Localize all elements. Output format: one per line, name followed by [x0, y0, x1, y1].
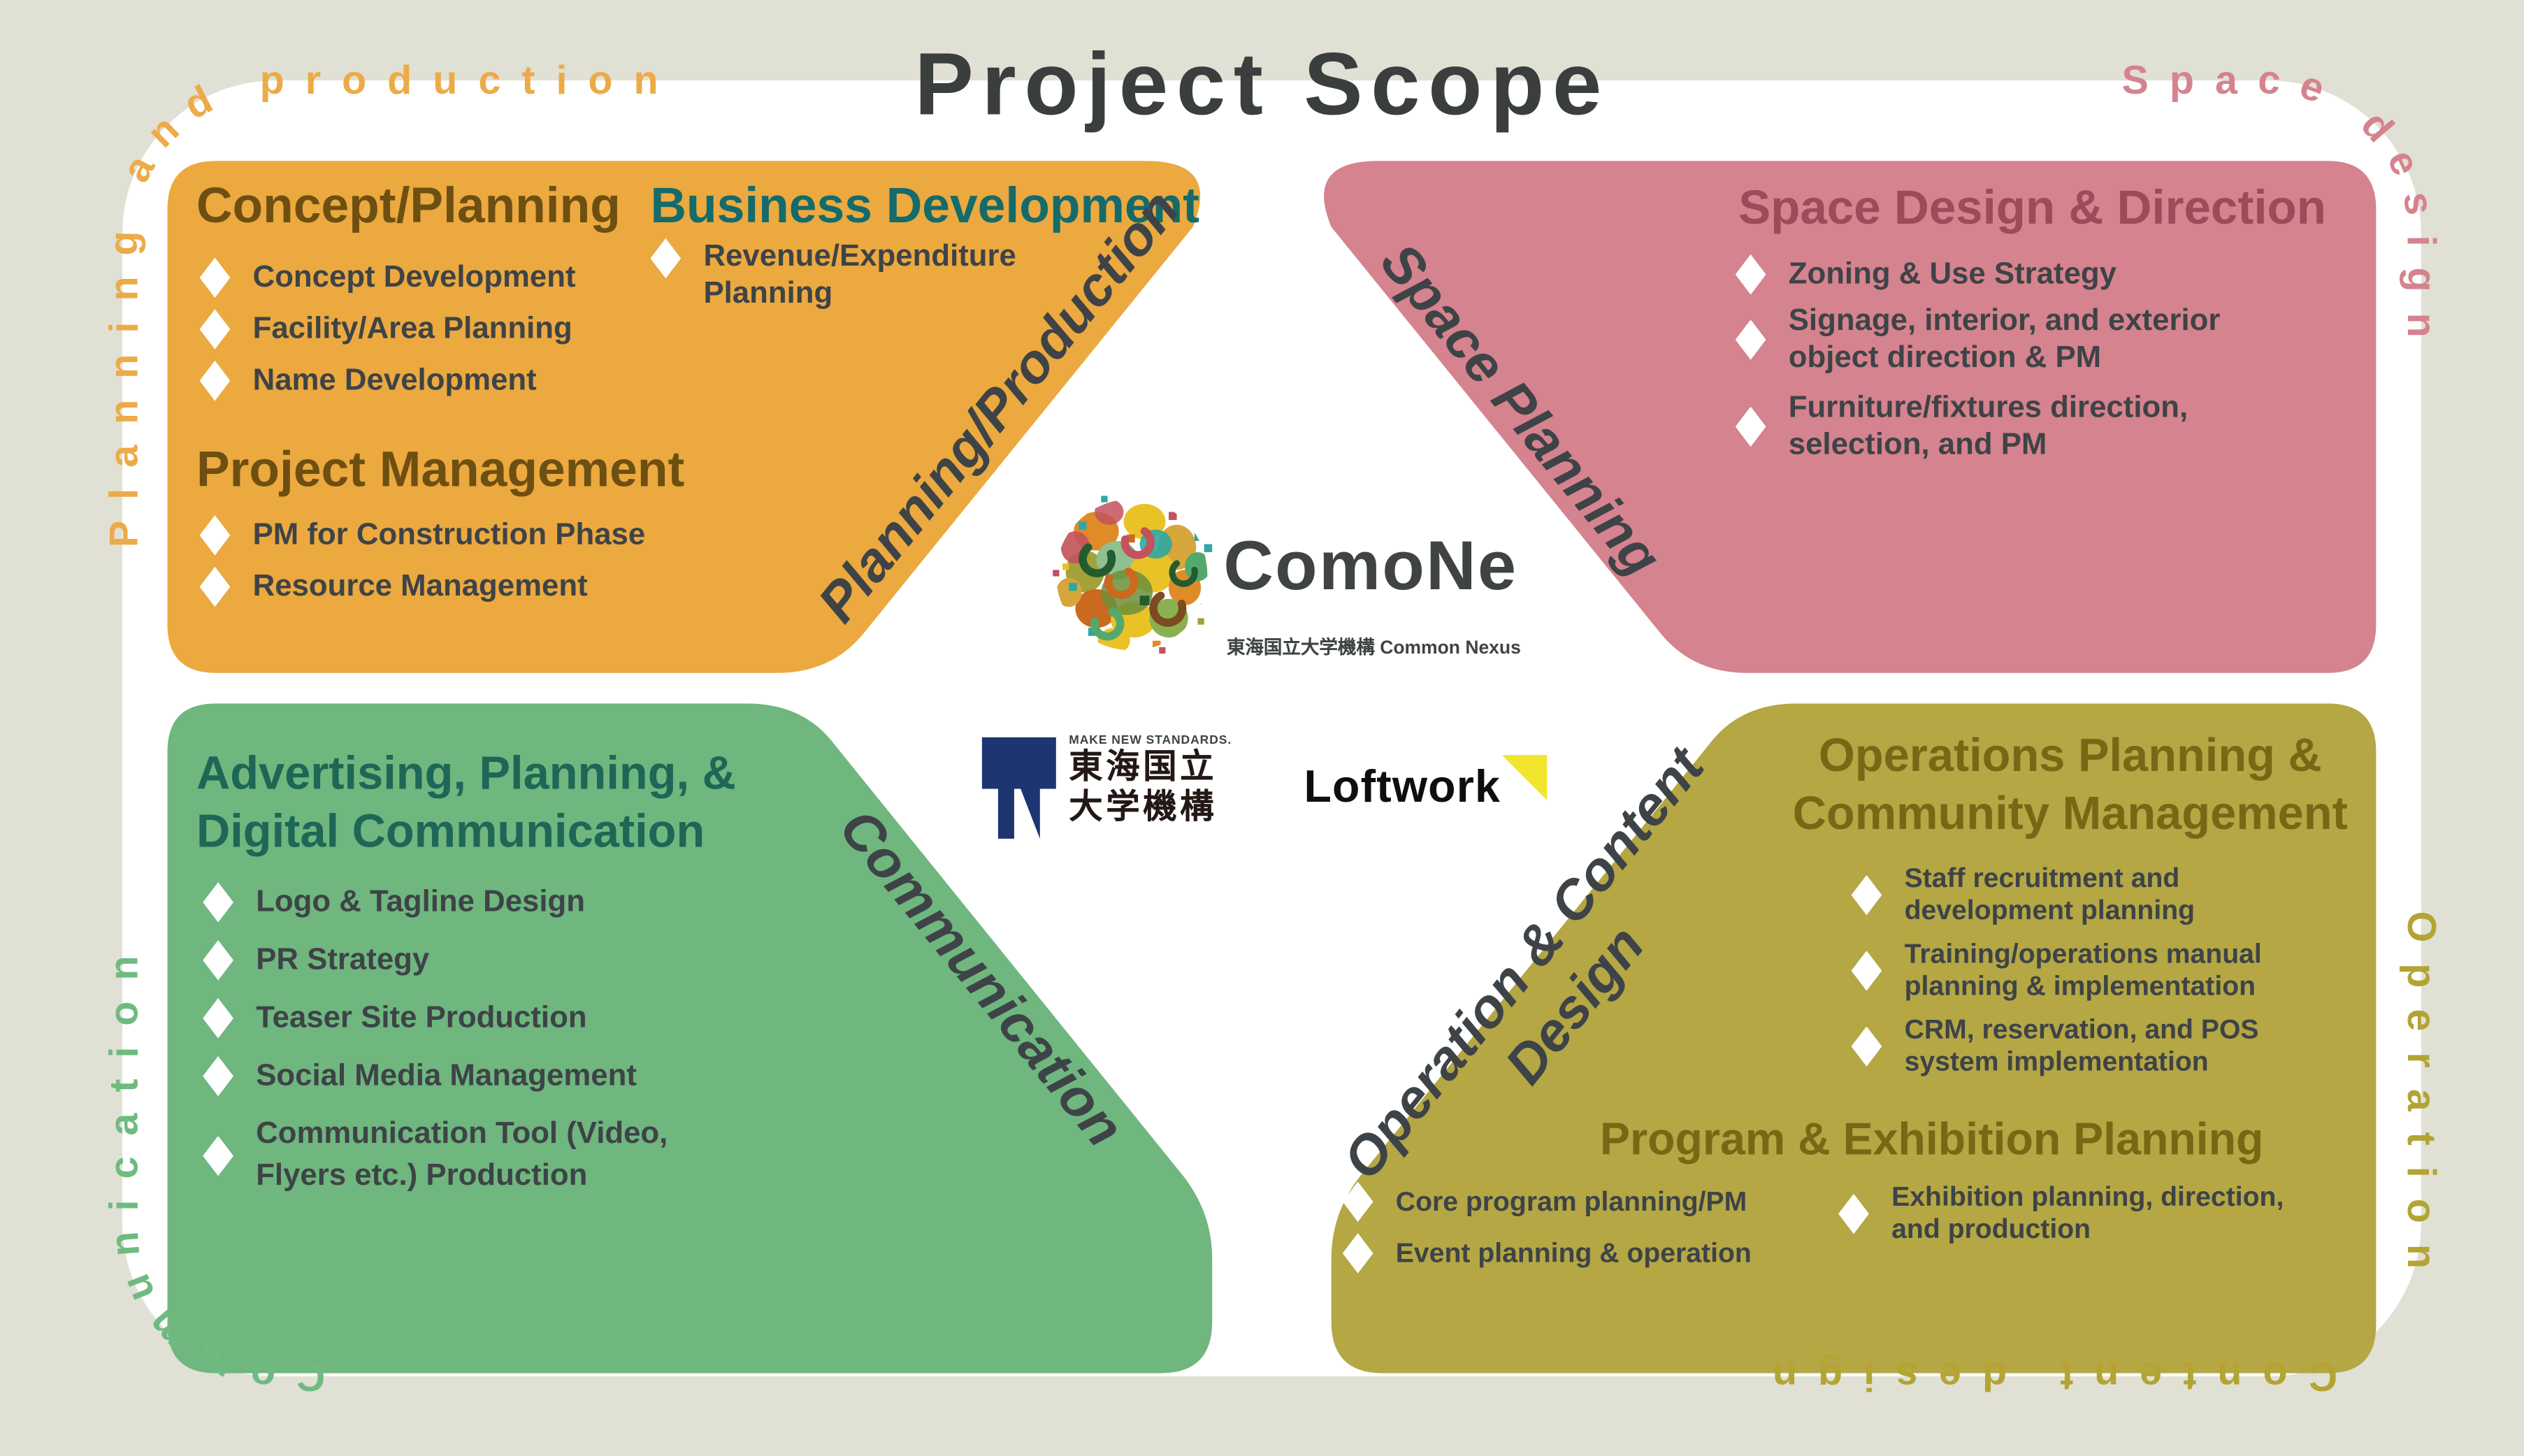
page-title: Project Scope: [914, 34, 1610, 134]
diamond-icon: [203, 1055, 233, 1097]
loftwork-triangle-icon: [1501, 755, 1548, 800]
heading-operations-planning-community-management: Operations Planning & Community Manageme…: [1792, 730, 2348, 841]
comone-logo-mosaic-icon: [1053, 496, 1213, 654]
diamond-icon: [203, 940, 233, 981]
list-item: CRM, reservation, and POS system impleme…: [1851, 1014, 2259, 1079]
edge-label-content-design: Content design: [1752, 1354, 2337, 1399]
diamond-icon: [1735, 406, 1766, 447]
heading-advertising-digital-communication: Advertising, Planning, & Digital Communi…: [196, 748, 736, 858]
list-item: Concept Development: [199, 257, 576, 298]
diamond-icon: [203, 1135, 233, 1176]
diamond-icon: [199, 360, 231, 401]
list-item: Logo & Tagline Design: [203, 882, 585, 923]
thers-organization-name: 東海国立 大学機構: [1069, 748, 1218, 826]
diamond-icon: [650, 238, 682, 279]
comone-subtitle: 東海国立大学機構 Common Nexus: [1226, 639, 1521, 658]
list-item: Core program planning/PM: [1342, 1181, 1747, 1223]
list-item: Communication Tool (Video, Flyers etc.) …: [203, 1114, 668, 1198]
quadrant-operation-content-shape: [1331, 703, 2377, 1374]
quadrant-space-planning-shape: [1324, 161, 2377, 673]
heading-business-development: Business Development: [650, 177, 1200, 233]
list-item: Zoning & Use Strategy: [1735, 254, 2116, 295]
list-item: Event planning & operation: [1342, 1233, 1752, 1274]
list-item: PR Strategy: [203, 940, 429, 981]
list-item: Revenue/Expenditure Planning: [650, 238, 1016, 312]
list-item: Training/operations manual planning & im…: [1851, 939, 2262, 1003]
diamond-icon: [1838, 1193, 1869, 1234]
list-item: Signage, interior, and exterior object d…: [1735, 303, 2220, 377]
list-item: Social Media Management: [203, 1055, 637, 1097]
diamond-icon: [1342, 1233, 1373, 1274]
list-item: Exhibition planning, direction, and prod…: [1838, 1181, 2284, 1246]
comone-wordmark: ComoNe: [1223, 528, 1518, 605]
diamond-icon: [1735, 254, 1766, 295]
list-item: Furniture/fixtures direction, selection,…: [1735, 389, 2188, 463]
diamond-icon: [1851, 950, 1882, 991]
list-item: Teaser Site Production: [203, 997, 587, 1039]
thers-tagline: MAKE NEW STANDARDS.: [1069, 732, 1232, 747]
diamond-icon: [1342, 1181, 1373, 1223]
diamond-icon: [199, 257, 231, 298]
thers-logo-mark-icon: [981, 737, 1056, 839]
list-item: Staff recruitment and development planni…: [1851, 863, 2195, 927]
heading-space-design-direction: Space Design & Direction: [1738, 182, 2326, 236]
diamond-icon: [203, 997, 233, 1039]
list-item: Name Development: [199, 360, 537, 401]
edge-label-operation: Operation: [2399, 911, 2444, 1290]
diamond-icon: [1851, 874, 1882, 916]
diamond-icon: [199, 309, 231, 349]
list-item: Facility/Area Planning: [199, 309, 572, 349]
diamond-icon: [1851, 1026, 1882, 1067]
diamond-icon: [199, 566, 231, 607]
heading-project-management: Project Management: [196, 441, 685, 498]
heading-program-exhibition-planning: Program & Exhibition Planning: [1599, 1113, 2264, 1165]
list-item: PM for Construction Phase: [199, 514, 645, 556]
diamond-icon: [1735, 319, 1766, 360]
diamond-icon: [199, 514, 231, 556]
loftwork-wordmark: Loftwork: [1304, 761, 1501, 812]
heading-concept-planning: Concept/Planning: [196, 177, 621, 233]
list-item: Resource Management: [199, 566, 588, 607]
quadrant-planning-production-shape: [167, 161, 1201, 673]
quadrant-communication-shape: [167, 703, 1213, 1374]
diamond-icon: [203, 882, 233, 923]
